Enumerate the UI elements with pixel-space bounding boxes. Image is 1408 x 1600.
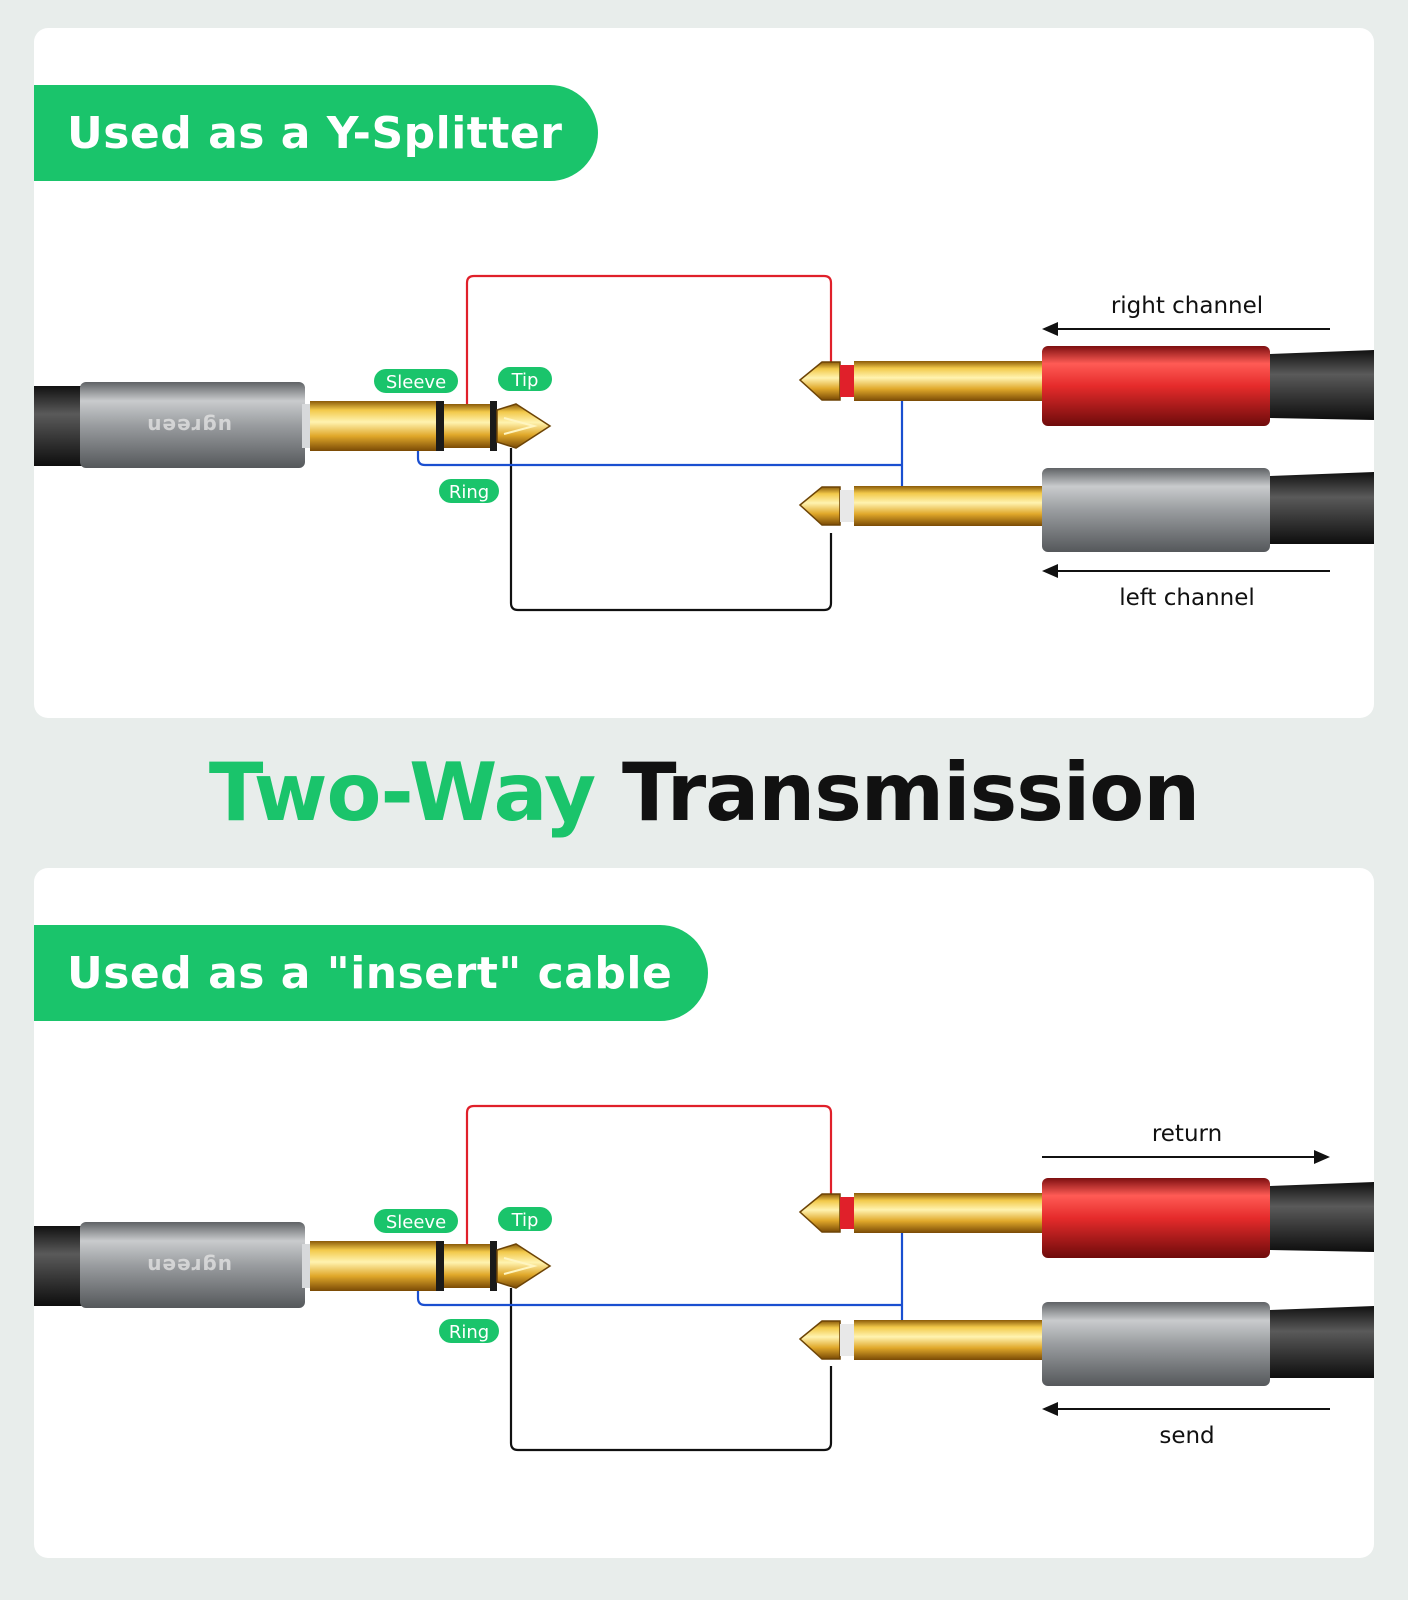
tip-wire bbox=[465, 274, 833, 443]
ring-label: Ring bbox=[449, 482, 489, 503]
gray-mono-plug bbox=[798, 1302, 1374, 1386]
tip-wire bbox=[465, 1104, 833, 1283]
sleeve-wire bbox=[509, 448, 833, 612]
sleeve-label: Sleeve bbox=[386, 1212, 446, 1233]
y-splitter-diagram: ugreen Sleeve Tip bbox=[34, 274, 1374, 612]
left-channel-label: left channel bbox=[1119, 585, 1255, 611]
return-arrow: return bbox=[1042, 1121, 1330, 1164]
tip-label: Tip bbox=[511, 1210, 539, 1231]
gray-mono-plug bbox=[798, 468, 1374, 552]
red-mono-plug bbox=[798, 1178, 1374, 1258]
insert-cable-panel: Used as a "insert" cable ugreen bbox=[34, 868, 1374, 1558]
ring-label: Ring bbox=[449, 1322, 489, 1343]
headline: Two-Way Transmission bbox=[0, 748, 1408, 838]
sleeve-wire bbox=[509, 1288, 833, 1452]
send-label: send bbox=[1159, 1423, 1214, 1449]
send-arrow: send bbox=[1042, 1402, 1330, 1449]
panel-title: Used as a "insert" cable bbox=[34, 925, 709, 1021]
right-channel-label: right channel bbox=[1111, 293, 1263, 319]
ring-wire bbox=[416, 393, 904, 494]
return-label: return bbox=[1152, 1121, 1222, 1147]
y-splitter-panel: Used as a Y-Splitter ugreen bbox=[34, 28, 1374, 718]
left-channel-arrow: left channel bbox=[1042, 564, 1330, 611]
ring-wire bbox=[416, 1233, 904, 1328]
trs-plug: ugreen bbox=[34, 1222, 552, 1308]
sleeve-label: Sleeve bbox=[386, 372, 446, 393]
trs-plug: ugreen bbox=[34, 382, 552, 468]
headline-main: Transmission bbox=[622, 746, 1200, 839]
red-mono-plug bbox=[798, 346, 1374, 426]
brand-logo: ugreen bbox=[146, 414, 232, 438]
panel-title: Used as a Y-Splitter bbox=[34, 85, 599, 181]
insert-cable-diagram: ugreen Sleeve Tip bbox=[34, 1104, 1374, 1452]
tip-label: Tip bbox=[511, 370, 539, 391]
headline-accent: Two-Way bbox=[208, 746, 596, 839]
right-channel-arrow: right channel bbox=[1042, 293, 1330, 336]
brand-logo: ugreen bbox=[146, 1254, 232, 1278]
